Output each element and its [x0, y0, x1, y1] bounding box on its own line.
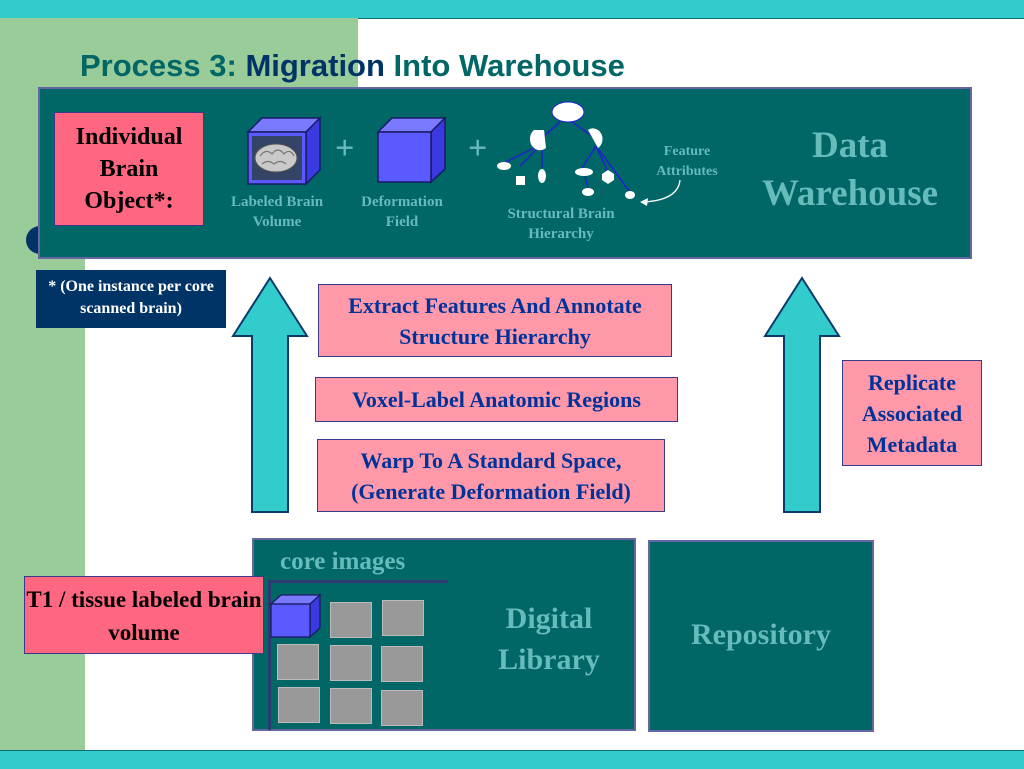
structural-hierarchy-icon	[497, 101, 635, 199]
footnote-box: * (One instance per core scanned brain)	[36, 270, 226, 328]
digital-library-title: Digital Library	[498, 602, 600, 676]
core-images-label: core images	[280, 548, 406, 575]
voxel-label-step: Voxel-Label Anatomic Regions	[315, 377, 678, 422]
core-image-tile	[381, 646, 423, 682]
top-bar	[0, 0, 1024, 19]
core-image-tile	[330, 688, 372, 724]
right-up-arrow	[763, 276, 841, 513]
core-image-tile	[330, 602, 372, 638]
core-image-tile	[278, 687, 320, 723]
plus-sign-1: +	[335, 130, 355, 167]
feature-pointer-arrow	[640, 179, 681, 206]
data-warehouse-title: Data Warehouse	[761, 125, 939, 214]
core-image-tile	[382, 600, 424, 636]
page-title: Process 3: Migration Into Warehouse	[80, 48, 625, 84]
deformation-field-icon	[376, 116, 447, 184]
labeled-brain-volume-label: Labeled Brain Volume	[230, 194, 324, 230]
core-image-tile	[277, 644, 319, 680]
deformation-field-label: Deformation Field	[361, 194, 443, 230]
replicate-metadata-step: Replicate Associated Metadata	[842, 360, 982, 466]
structural-hierarchy-label: Structural Brain Hierarchy	[507, 206, 615, 242]
individual-brain-object-label: Individual Brain Object*:	[54, 112, 204, 226]
repository-title: Repository	[691, 618, 831, 651]
extract-features-step: Extract Features And Annotate Structure …	[318, 284, 672, 357]
title-part-2: Migration	[245, 48, 385, 83]
title-part-3: Into Warehouse	[384, 48, 625, 83]
core-images-grid	[268, 580, 448, 730]
feature-attributes-label: Feature Attributes	[656, 144, 718, 179]
green-panel-top	[0, 18, 358, 88]
left-up-arrow	[231, 276, 309, 513]
t1-tissue-label: T1 / tissue labeled brain volume	[24, 576, 264, 654]
brain-volume-cube-icon	[269, 593, 322, 639]
repository-box	[648, 540, 874, 732]
title-part-1: Process 3:	[80, 48, 246, 83]
core-image-tile	[330, 645, 372, 681]
plus-sign-2: +	[468, 130, 488, 167]
core-image-tile	[381, 690, 423, 726]
warp-step: Warp To A Standard Space, (Generate Defo…	[317, 439, 665, 512]
labeled-brain-volume-icon	[246, 116, 322, 186]
bottom-bar	[0, 750, 1024, 769]
